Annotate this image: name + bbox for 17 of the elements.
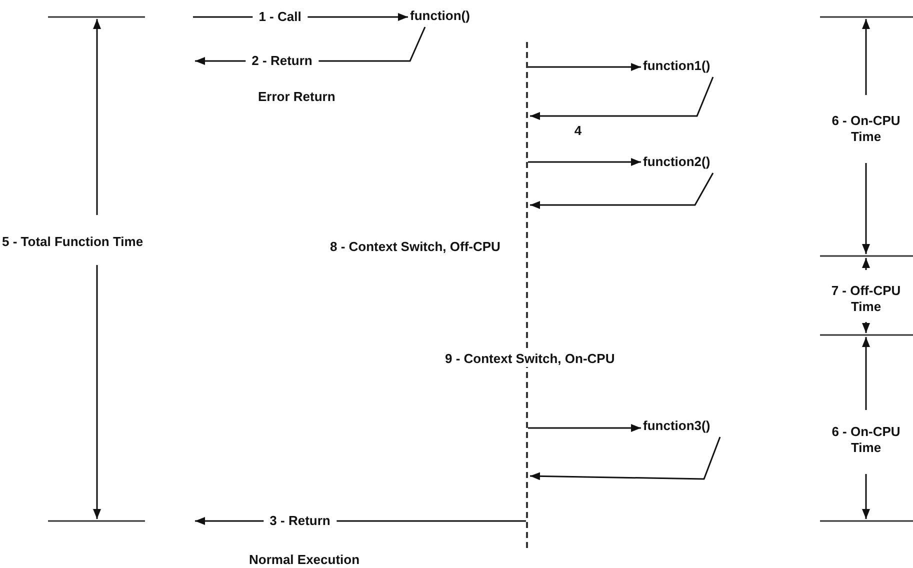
arrow (530, 436, 721, 480)
annotation: Normal Execution (249, 552, 361, 568)
duration-label: 6 - On-CPU Time (830, 113, 902, 145)
arrow (528, 158, 641, 166)
function-label: function1() (643, 57, 710, 75)
arrow (528, 424, 641, 432)
function-label: function() (410, 7, 470, 25)
duration-label: 7 - Off-CPU Time (830, 283, 902, 315)
duration-label: 5 - Total Function Time (2, 234, 144, 250)
arrow (530, 172, 714, 209)
arrow (528, 63, 641, 71)
annotation: Error Return (258, 89, 336, 105)
annotation: 8 - Context Switch, Off-CPU (330, 239, 502, 255)
function-label: function2() (643, 153, 710, 171)
arrow (530, 76, 714, 120)
duration-label: 6 - On-CPU Time (830, 424, 902, 456)
function-label: function3() (643, 417, 710, 435)
